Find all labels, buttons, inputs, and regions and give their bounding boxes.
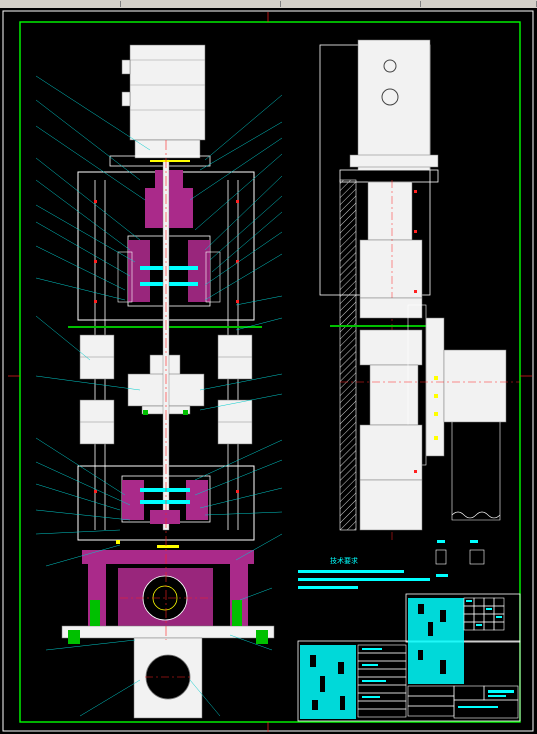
- side-view: [319, 39, 520, 540]
- motor-flange: [134, 139, 201, 159]
- part-leader-lines: [35, 75, 283, 717]
- drawing-frame-border: [19, 21, 521, 723]
- sheet-center-marks: [8, 12, 532, 732]
- motor-side: [357, 39, 431, 171]
- hatched-wall: [339, 179, 357, 531]
- cad-drawing-canvas[interactable]: 技术要求: [0, 8, 537, 734]
- toolbar-segment[interactable]: [280, 1, 421, 7]
- note-line: [298, 570, 404, 573]
- toolbar-segment[interactable]: [120, 1, 281, 7]
- base-top-plate: [82, 550, 254, 564]
- gear-box-side: [443, 349, 507, 423]
- coupling-side: [367, 181, 413, 241]
- note-line: [298, 578, 430, 581]
- carriage-side: [369, 364, 419, 426]
- toolbar-segment[interactable]: [420, 1, 537, 7]
- motor-body: [129, 44, 206, 141]
- detail-symbols: [435, 540, 485, 577]
- title-block: [297, 593, 521, 722]
- technical-requirements-title: 技术要求: [330, 556, 358, 565]
- toolbar-segment[interactable]: [0, 1, 121, 7]
- note-line: [298, 586, 358, 589]
- base-plate: [61, 625, 275, 639]
